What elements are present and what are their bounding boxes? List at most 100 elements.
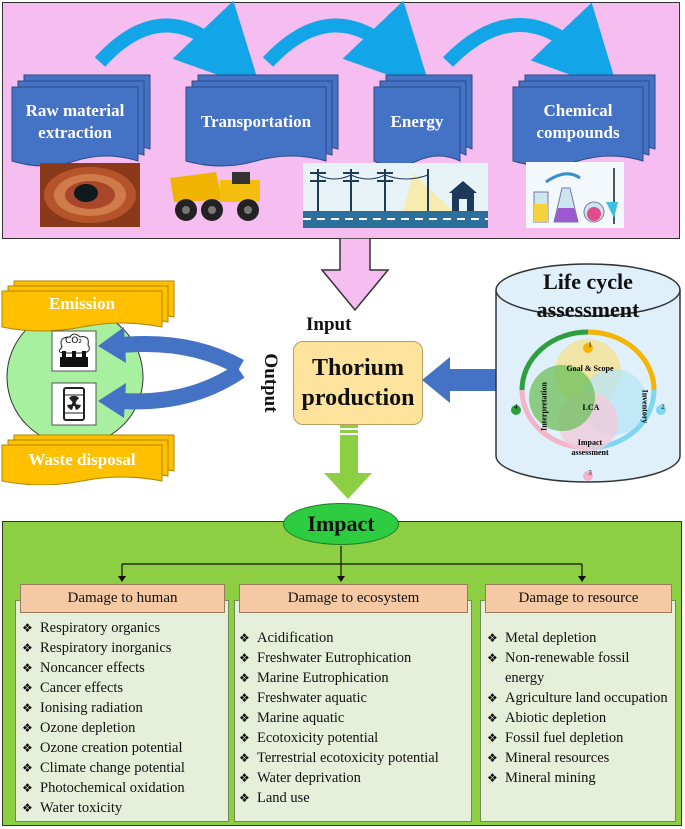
flow-arrows [94,0,619,93]
flow-arrow-3 [442,2,619,93]
diamond-bullet-icon: ❖ [487,711,498,725]
lab-glassware-image [526,162,624,228]
category-ecosystem-box [234,600,472,822]
list-item: ❖Marine Eutrophication [239,670,389,686]
list-item: ❖Photochemical oxidation [22,780,185,796]
list-item: ❖Marine aquatic [239,710,345,726]
flow-arrow-1 [94,0,262,91]
list-item: ❖Ionising radiation [22,700,143,716]
list-item: ❖Mineral resources [487,750,610,766]
diamond-bullet-icon: ❖ [487,771,498,785]
category-resource-box [480,600,676,822]
list-item: ❖Respiratory inorganics [22,640,172,656]
category-resource-header: Damage to resource [485,584,672,613]
emission-label: Emission [48,294,116,313]
mine-pit-image [40,163,140,227]
diamond-bullet-icon: ❖ [22,761,33,775]
list-item: ❖Mineral mining [487,770,596,786]
lca-to-production-arrow [422,357,500,403]
diamond-bullet-icon: ❖ [487,651,498,665]
diamond-bullet-icon: ❖ [239,671,250,685]
stage-label-transportation: Transportation [200,112,312,131]
diamond-bullet-icon: ❖ [22,741,33,755]
list-item: ❖Metal depletion [487,630,597,646]
radioactive-barrel-icon [52,383,96,425]
stage-label-chemical: Chemical compounds [536,101,620,142]
impact-arrow [324,425,372,499]
diamond-bullet-icon: ❖ [239,751,250,765]
thorium-production-title: Thorium production [301,355,415,411]
stage-label-energy: Energy [390,112,444,131]
lca-cylinder [495,263,681,483]
list-item: ❖Water deprivation [239,770,361,786]
diamond-bullet-icon: ❖ [22,681,33,695]
category-human-header: Damage to human [20,584,225,613]
list-item: ❖Acidification [239,630,334,646]
diamond-bullet-icon: ❖ [239,711,250,725]
category-resource-list: ❖Metal depletion ❖Non-renewable fossil e… [487,628,672,788]
list-item: ❖Ozone depletion [22,720,136,736]
power-lines-house-image [303,163,488,228]
waste-disposal-label: Waste disposal [28,450,136,469]
category-human-list: ❖Respiratory organics ❖Respiratory inorg… [22,618,227,818]
category-ecosystem-list: ❖Acidification ❖Freshwater Eutrophicatio… [239,628,471,808]
diamond-bullet-icon: ❖ [22,661,33,675]
stage-label-raw-material: Raw material extraction [25,101,125,142]
diamond-bullet-icon: ❖ [239,691,250,705]
category-ecosystem-header: Damage to ecosystem [239,584,468,613]
co2-text: CO₂ [65,336,82,346]
diamond-bullet-icon: ❖ [239,651,250,665]
input-label: Input [306,314,352,335]
list-item: ❖Land use [239,790,310,806]
list-item: ❖Fossil fuel depletion [487,730,624,746]
list-item: ❖Climate change potential [22,760,185,776]
flow-arrow-2 [262,0,432,91]
diamond-bullet-icon: ❖ [22,641,33,655]
thorium-production-box: Thorium production [293,341,423,425]
list-item: ❖Water toxicity [22,800,123,816]
diamond-bullet-icon: ❖ [22,621,33,635]
lca-interpretation: Interpretation [539,382,549,431]
diamond-bullet-icon: ❖ [239,771,250,785]
diamond-bullet-icon: ❖ [487,731,498,745]
list-item: ❖Non-renewable fossil energy [487,650,630,686]
diamond-bullet-icon: ❖ [487,691,498,705]
outputs-graphic [1,280,245,485]
diamond-bullet-icon: ❖ [487,751,498,765]
list-item: ❖Respiratory organics [22,620,161,636]
impact-connectors [118,546,586,582]
stage-stacks [11,74,656,167]
diamond-bullet-icon: ❖ [22,801,33,815]
diamond-bullet-icon: ❖ [22,701,33,715]
list-item: ❖Noncancer effects [22,660,145,676]
diamond-bullet-icon: ❖ [239,731,250,745]
lca-step-4: 4 [514,403,518,411]
diamond-bullet-icon: ❖ [239,631,250,645]
impact-oval: Impact [283,503,399,545]
diamond-bullet-icon: ❖ [22,781,33,795]
list-item: ❖Freshwater Eutrophication [239,650,412,666]
list-item: ❖Ozone creation potential [22,740,183,756]
list-item: ❖Cancer effects [22,680,124,696]
lca-title: Life cycle assessment [536,269,640,322]
category-human-box [15,600,229,822]
lca-goal-scope: Goal & Scope [566,364,614,373]
list-item: ❖Ecotoxicity potential [239,730,379,746]
lca-step-1: 1 [588,341,592,349]
impact-title: Impact [307,511,375,536]
emission-factory-icon: CO₂ [52,331,96,371]
list-item: ❖Terrestrial ecotoxicity potential [239,750,439,766]
lca-step-3: 3 [588,469,592,477]
lca-center-label: LCA [582,403,600,412]
diamond-bullet-icon: ❖ [487,631,498,645]
list-item: ❖Abiotic depletion [487,710,607,726]
lca-inventory: Inventory [640,389,650,424]
diamond-bullet-icon: ❖ [22,721,33,735]
diamond-bullet-icon: ❖ [239,791,250,805]
lca-step-2: 2 [661,403,665,411]
dump-truck-image [170,172,260,221]
input-arrow [320,238,390,312]
list-item: ❖Agriculture land occupation [487,690,668,706]
list-item: ❖Freshwater aquatic [239,690,367,706]
lca-impact-assessment: Impact assessment [571,438,609,457]
